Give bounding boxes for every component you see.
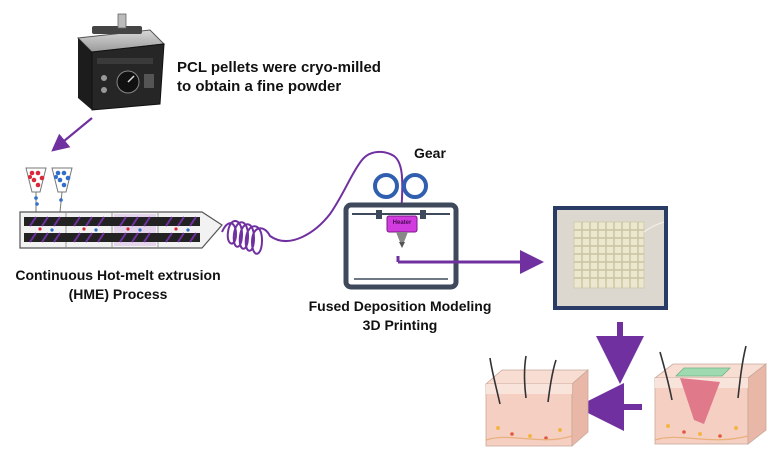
hme-label: Continuous Hot-melt extrusion (HME) Proc…: [10, 266, 226, 304]
cryo-milling-label: PCL pellets were cryo-milled to obtain a…: [177, 58, 381, 96]
fdm-line-1: Fused Deposition Modeling: [308, 298, 492, 314]
gear-label-text: Gear: [414, 145, 446, 161]
drive-gear-icon: [373, 173, 428, 199]
printer-nozzle-icon: [386, 215, 418, 248]
fdm-line-2: 3D Printing: [362, 317, 438, 333]
fdm-printer-icon: [343, 202, 459, 290]
arrow-mill-to-extruder: [51, 117, 93, 152]
wounded-skin-icon: [653, 345, 768, 445]
filament-coil: [221, 150, 404, 255]
healed-skin-icon: [484, 355, 590, 447]
twin-screw-extruder-icon: [19, 167, 223, 249]
printed-scaffold-photo: [553, 206, 668, 310]
heater-label-text: Heater: [392, 220, 412, 226]
pellet-hopper-icon: [25, 167, 73, 213]
cryo-milling-line-1: PCL pellets were cryo-milled: [177, 59, 381, 76]
cryo-milling-line-2: to obtain a fine powder: [177, 78, 342, 95]
hme-line-2: (HME) Process: [68, 286, 168, 302]
fdm-label: Fused Deposition Modeling 3D Printing: [305, 297, 495, 335]
gear-label: Gear: [414, 144, 446, 163]
heater-label: Heater: [388, 219, 416, 227]
cryo-mill-machine-icon: [76, 13, 166, 111]
hme-line-1: Continuous Hot-melt extrusion: [15, 267, 221, 283]
